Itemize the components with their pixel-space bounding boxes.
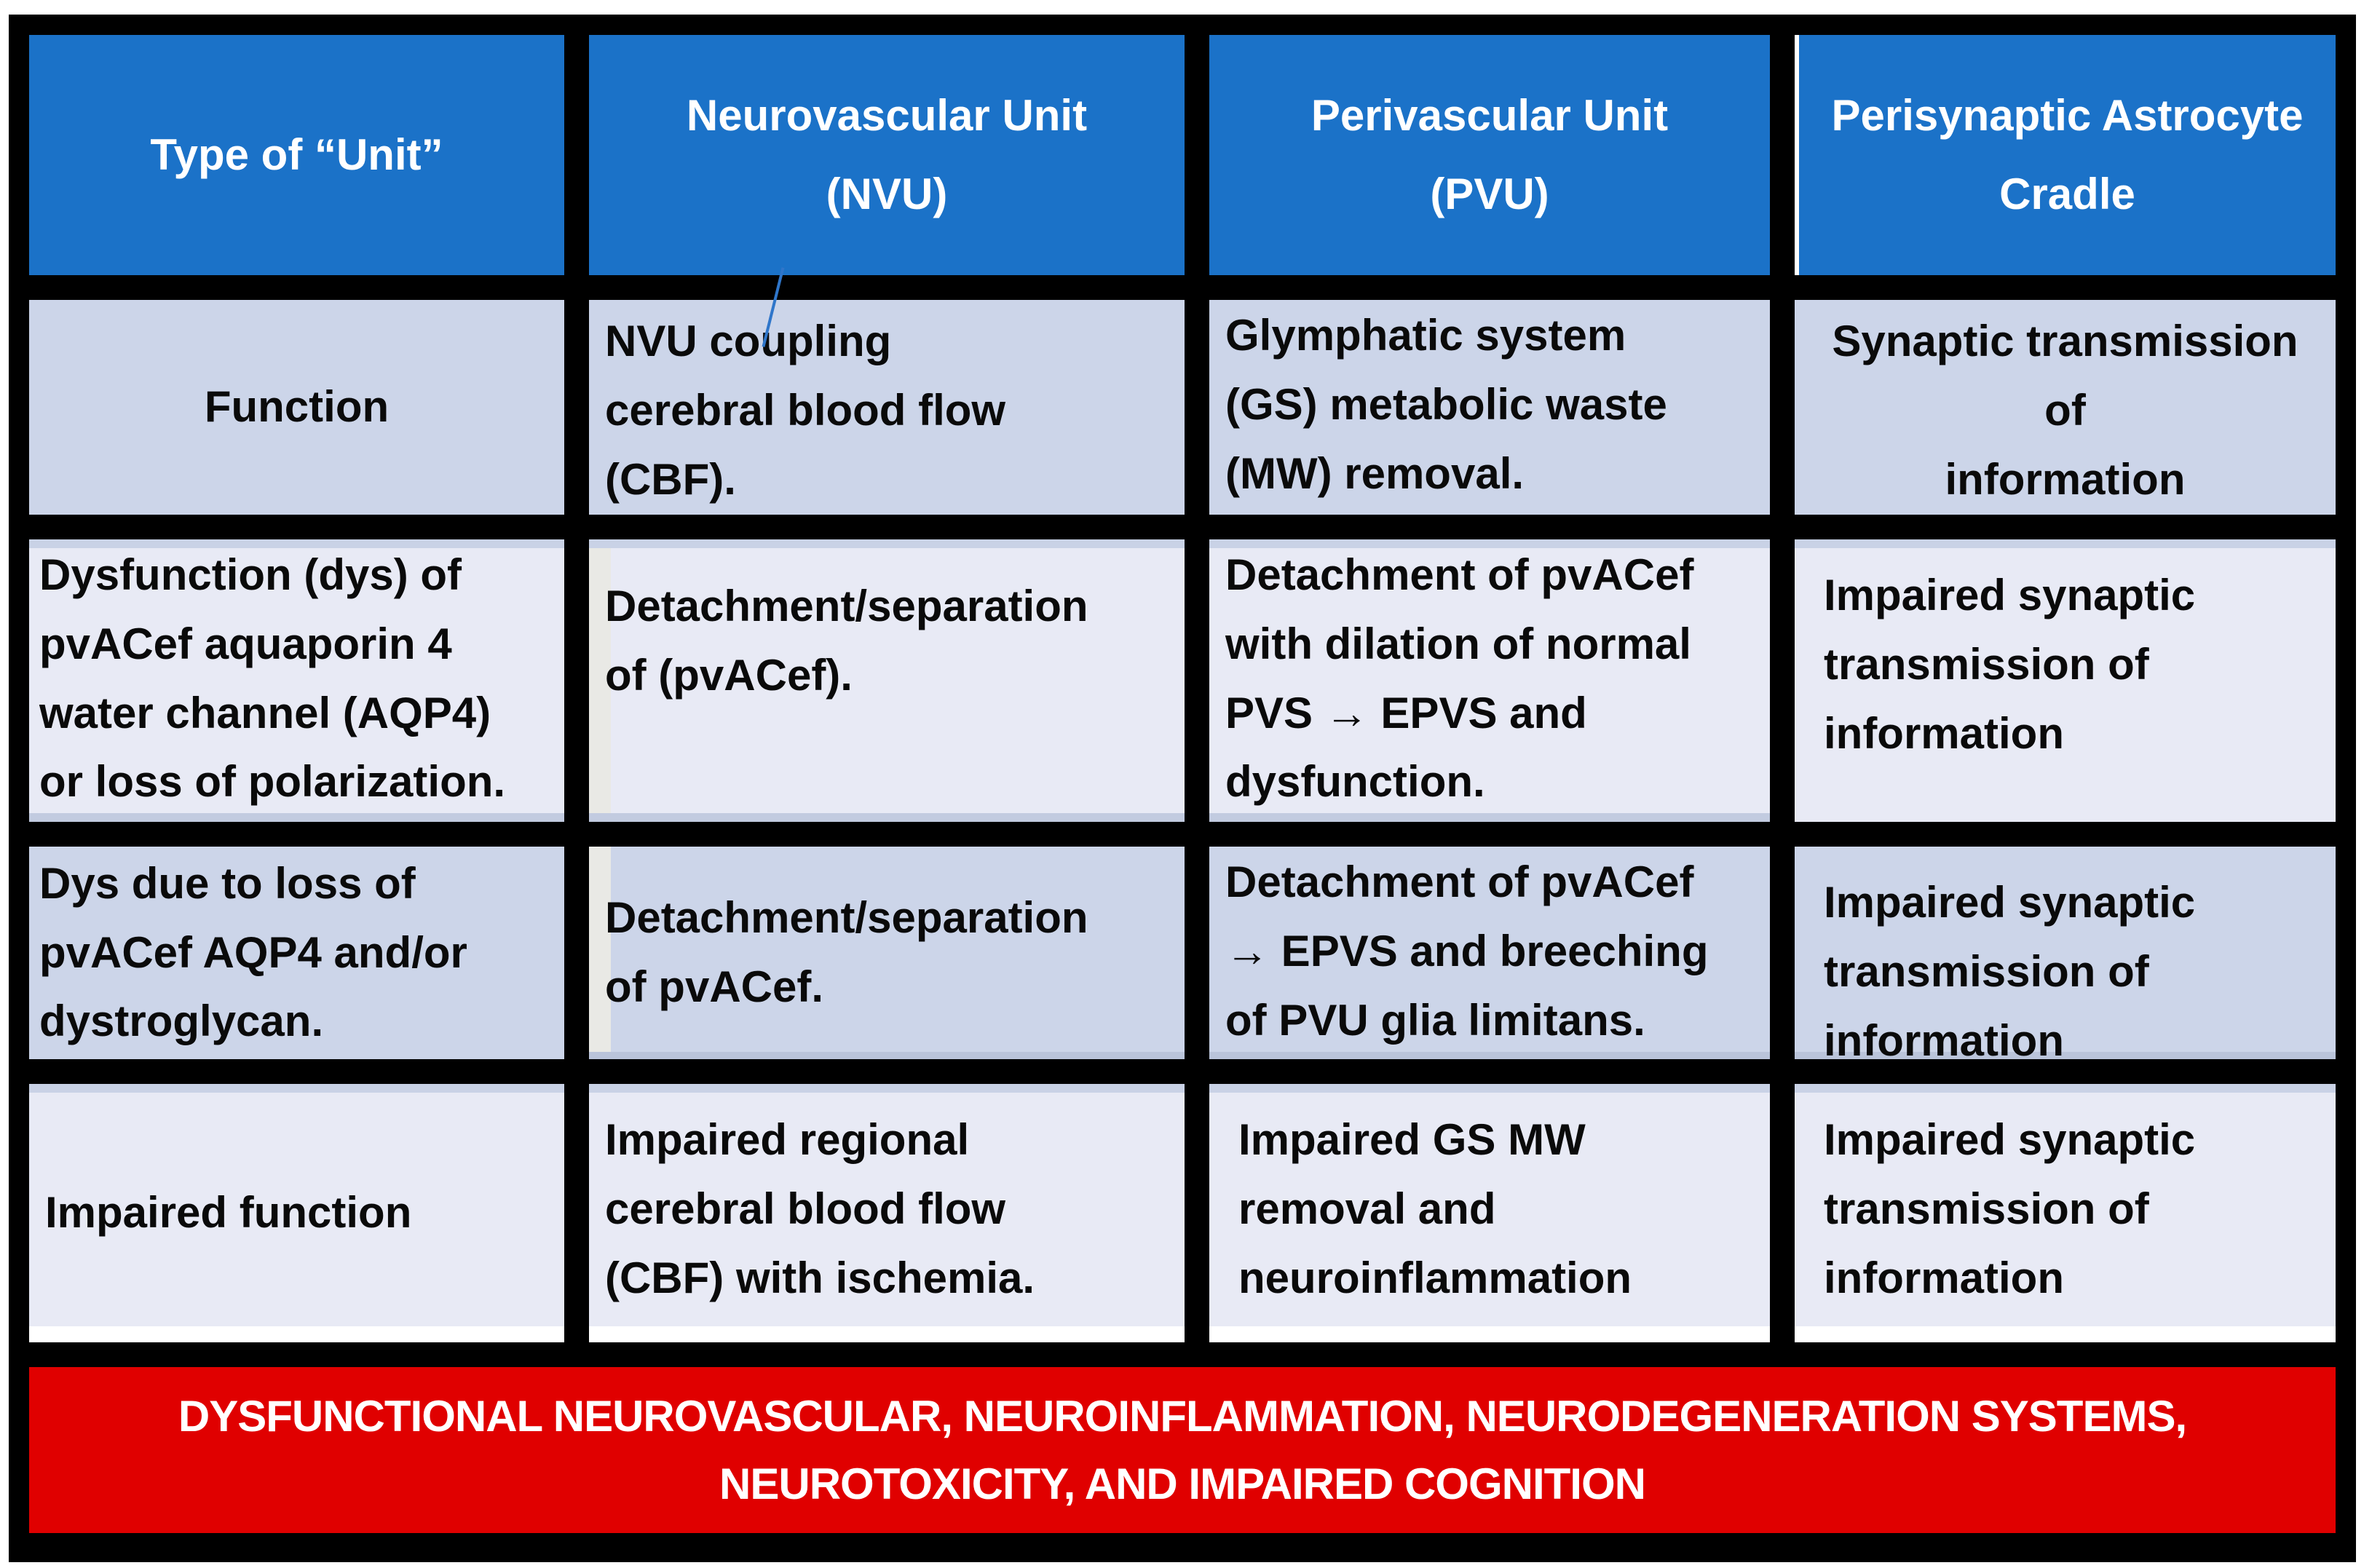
dysfunction-cradle-cell: Impaired synaptic transmission of inform… — [1795, 539, 2336, 822]
dys-loss-row-label-cell: Dys due to loss of pvACef AQP4 and/or dy… — [29, 847, 564, 1059]
function-nvu-cell: NVU coupling cerebral blood flow (CBF). — [589, 300, 1185, 515]
impaired-function-pvu-cell: Impaired GS MW removal and neuroinflamma… — [1209, 1084, 1770, 1342]
function-cradle-cell: Synaptic transmission of information — [1795, 300, 2336, 515]
table-grid: Type of “Unit” Neurovascular Unit (NVU) … — [29, 35, 2336, 1533]
header-cell-perivascular-unit: Perivascular Unit (PVU) — [1209, 35, 1770, 275]
dys-loss-pvu-cell: Detachment of pvACef → EPVS and breechin… — [1209, 847, 1770, 1059]
dys-loss-cradle-cell: Impaired synaptic transmission of inform… — [1795, 847, 2336, 1059]
dysfunction-pvu-cell: Detachment of pvACef with dilation of no… — [1209, 539, 1770, 822]
dys-loss-nvu-cell: Detachment/separation of pvACef. — [589, 847, 1185, 1059]
dysfunction-row-label-cell: Dysfunction (dys) of pvACef aquaporin 4 … — [29, 539, 564, 822]
impaired-function-cradle-cell: Impaired synaptic transmission of inform… — [1795, 1084, 2336, 1342]
header-cell-perisynaptic-astrocyte-cradle: Perisynaptic Astrocyte Cradle — [1795, 35, 2336, 275]
dysfunction-nvu-cell: Detachment/separation of (pvACef). — [589, 539, 1185, 822]
comparison-table: Type of “Unit” Neurovascular Unit (NVU) … — [9, 15, 2356, 1562]
header-cell-neurovascular-unit: Neurovascular Unit (NVU) — [589, 35, 1185, 275]
impaired-function-row-label-cell: Impaired function — [29, 1084, 564, 1342]
header-cell-type-of-unit: Type of “Unit” — [29, 35, 564, 275]
function-row-label-cell: Function — [29, 300, 564, 515]
impaired-function-nvu-cell: Impaired regional cerebral blood flow (C… — [589, 1084, 1185, 1342]
summary-banner: DYSFUNCTIONAL NEUROVASCULAR, NEUROINFLAM… — [29, 1367, 2336, 1533]
function-pvu-cell: Glymphatic system (GS) metabolic waste (… — [1209, 300, 1770, 515]
